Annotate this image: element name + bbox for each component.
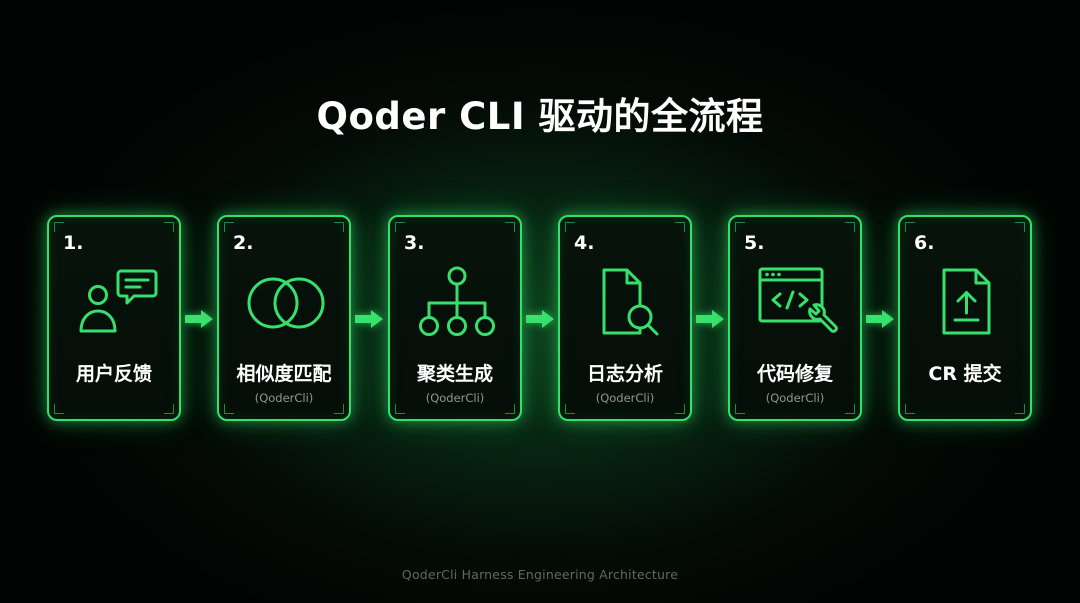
step-card-2: 2. 相似度匹配 (QoderCli) bbox=[217, 215, 351, 421]
file-upload-icon bbox=[922, 265, 1012, 339]
arrow-right-icon bbox=[183, 308, 215, 330]
step-number: 3. bbox=[404, 232, 425, 254]
code-window-wrench-icon bbox=[752, 265, 842, 339]
user-feedback-icon bbox=[71, 265, 161, 339]
step-card-6: 6. CR 提交 bbox=[898, 215, 1032, 421]
arrow-right-icon bbox=[864, 308, 896, 330]
step-label: 日志分析 bbox=[586, 363, 663, 385]
step-card-4: 4. 日志分析 (QoderCli) bbox=[558, 215, 692, 421]
step-number: 1. bbox=[63, 232, 84, 254]
step-subtitle: (QoderCli) bbox=[254, 391, 314, 405]
step-card-3: 3. 聚类生成 (QoderCli) bbox=[388, 215, 522, 421]
arrow-right-icon bbox=[694, 308, 726, 330]
step-number: 6. bbox=[914, 232, 935, 254]
step-label: 代码修复 bbox=[756, 363, 833, 385]
step-label: 用户反馈 bbox=[75, 363, 152, 385]
step-subtitle: (QoderCli) bbox=[595, 391, 655, 405]
hierarchy-tree-icon bbox=[412, 265, 502, 339]
step-subtitle: (QoderCli) bbox=[425, 391, 485, 405]
overlapping-circles-icon bbox=[241, 265, 331, 339]
step-card-5: 5. 代码修复 (QoderCli) bbox=[728, 215, 862, 421]
step-subtitle: (QoderCli) bbox=[765, 391, 825, 405]
step-label: 聚类生成 bbox=[416, 363, 493, 385]
arrow-right-icon bbox=[353, 308, 385, 330]
document-search-icon bbox=[582, 265, 672, 339]
step-number: 2. bbox=[233, 232, 254, 254]
footer-caption: QoderCli Harness Engineering Architectur… bbox=[401, 567, 679, 582]
page-title: Qoder CLI 驱动的全流程 bbox=[316, 95, 764, 138]
step-number: 5. bbox=[744, 232, 765, 254]
step-label: CR 提交 bbox=[928, 363, 1002, 385]
arrow-right-icon bbox=[524, 308, 556, 330]
step-card-1: 1. 用户反馈 bbox=[47, 215, 181, 421]
step-number: 4. bbox=[574, 232, 595, 254]
step-label: 相似度匹配 bbox=[236, 363, 332, 385]
